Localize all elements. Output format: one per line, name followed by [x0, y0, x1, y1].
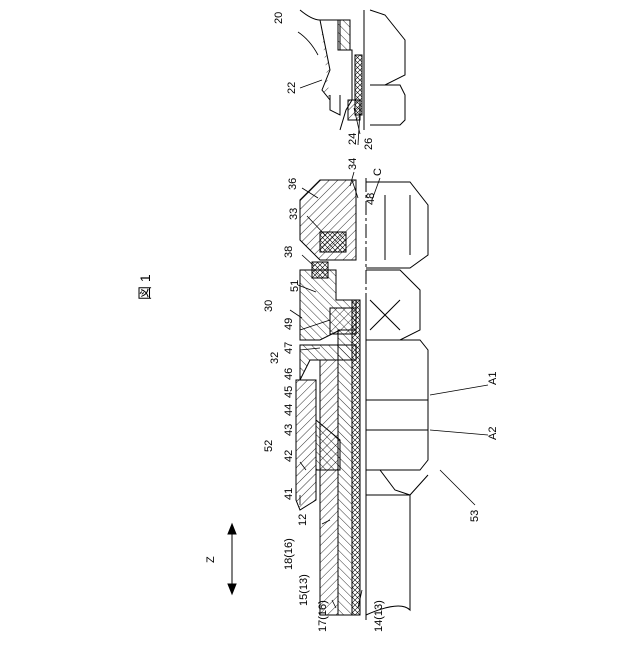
- ref-label: 20: [273, 12, 285, 24]
- ref-label: 36: [287, 178, 299, 190]
- ref-label: 47: [283, 342, 295, 354]
- z-axis-arrow: [228, 524, 236, 594]
- ref-label: 52: [263, 440, 275, 452]
- ref-label: 33: [288, 208, 300, 220]
- ref-label: 48: [365, 193, 377, 205]
- ref-label: 34: [347, 158, 359, 170]
- ref-label: 38: [283, 246, 295, 258]
- upper-detail: [300, 10, 405, 130]
- ref-label: 44: [283, 404, 295, 416]
- ref-label: 49: [283, 318, 295, 330]
- ref-label: 22: [286, 82, 298, 94]
- ref-label: 18(16): [283, 538, 295, 570]
- ref-label: 12: [297, 514, 309, 526]
- ref-label: A1: [487, 372, 499, 385]
- label-c: C: [372, 168, 384, 176]
- ref-label: 14(13): [373, 600, 385, 632]
- ref-label: 41: [283, 488, 295, 500]
- main-assembly: [296, 178, 428, 620]
- ref-label: 30: [263, 300, 275, 312]
- ref-label: 51: [289, 280, 301, 292]
- ref-label: 42: [283, 450, 295, 462]
- axis-label-z: Z: [205, 556, 217, 563]
- ref-label: 17(16): [317, 600, 329, 632]
- ref-label: 26: [363, 138, 375, 150]
- ref-label: 53: [469, 510, 481, 522]
- ref-label: 24: [347, 133, 359, 145]
- ref-label: 32: [269, 352, 281, 364]
- ref-label: 46: [283, 368, 295, 380]
- ref-label: A2: [487, 427, 499, 440]
- ref-label: 43: [283, 424, 295, 436]
- figure-title: 図 1: [137, 274, 153, 300]
- ref-label: 45: [283, 386, 295, 398]
- ref-label: 15(13): [298, 574, 310, 606]
